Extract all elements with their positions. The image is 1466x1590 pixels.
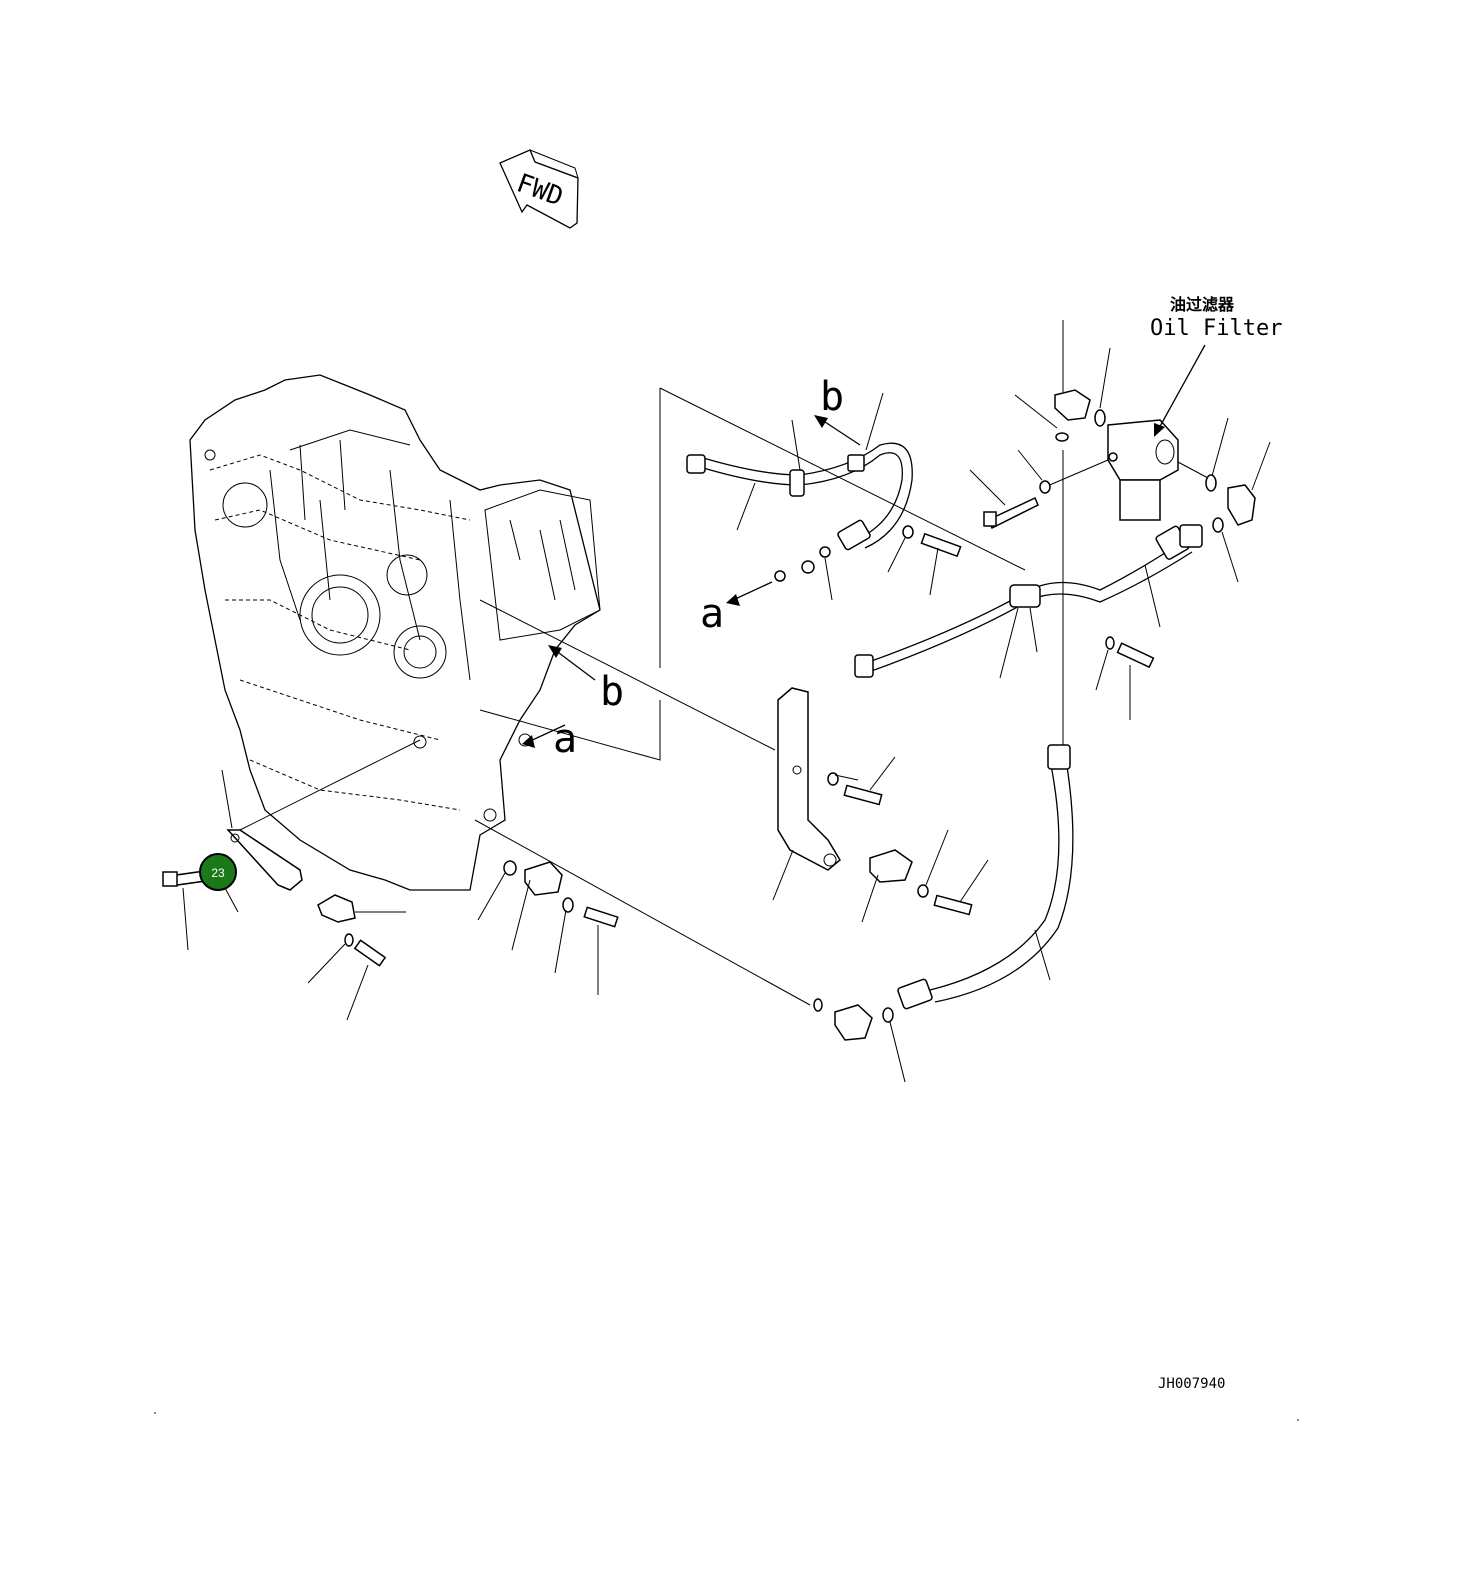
ref-arrow-a-housing: a xyxy=(522,716,577,762)
transmission-housing xyxy=(189,374,601,891)
leader-lines xyxy=(182,320,1271,1083)
drawing-id: JH007940 xyxy=(1158,1376,1225,1392)
ref-b-housing: b xyxy=(600,669,624,715)
upper-hose xyxy=(686,442,913,582)
middle-hose xyxy=(854,524,1203,678)
oil-filter-label-en: Oil Filter xyxy=(1150,316,1282,341)
left-fasteners xyxy=(162,739,619,967)
ref-b-detail: b xyxy=(820,374,844,420)
ref-arrow-b-detail: b xyxy=(814,374,861,446)
fwd-label: FWD xyxy=(513,168,567,212)
oil-filter: 油过滤器 Oil Filter xyxy=(1044,295,1282,521)
detail-frame xyxy=(474,387,1064,1006)
lower-hose xyxy=(813,744,1074,1041)
oil-filter-label-cn: 油过滤器 xyxy=(1170,295,1235,314)
ref-a-detail: a xyxy=(700,591,724,637)
callout-badge-number: 23 xyxy=(211,866,225,880)
fwd-arrow: FWD xyxy=(499,149,579,229)
ref-arrow-a-detail: a xyxy=(700,581,773,637)
callout-badge-23[interactable]: 23 xyxy=(199,853,237,891)
right-fasteners xyxy=(827,525,1155,916)
ref-a-housing: a xyxy=(553,716,577,762)
ref-arrow-b-housing: b xyxy=(548,645,624,715)
filter-fittings xyxy=(983,389,1256,533)
hose-bracket xyxy=(777,687,913,883)
